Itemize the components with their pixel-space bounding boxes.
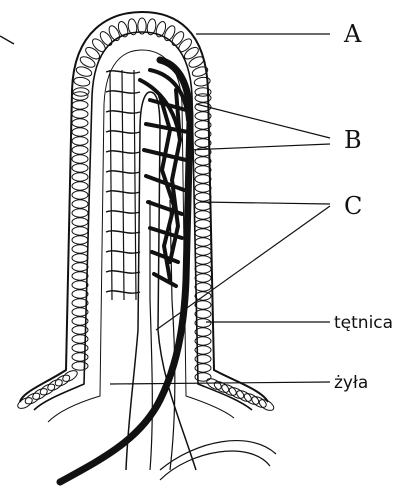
label-artery: tętnica [334,313,393,333]
epithelium [16,12,276,422]
corner-mark [0,36,14,44]
label-b: B [344,126,362,154]
leader-b-upper [196,104,330,138]
label-c: C [344,192,362,220]
leader-c-lower [156,206,330,330]
capillary-network [140,70,188,286]
stroma-mesh [106,70,140,300]
label-a: A [343,20,362,48]
label-vein: żyła [334,373,368,393]
epithelial-cells [16,18,276,413]
leader-c-upper [200,202,330,204]
